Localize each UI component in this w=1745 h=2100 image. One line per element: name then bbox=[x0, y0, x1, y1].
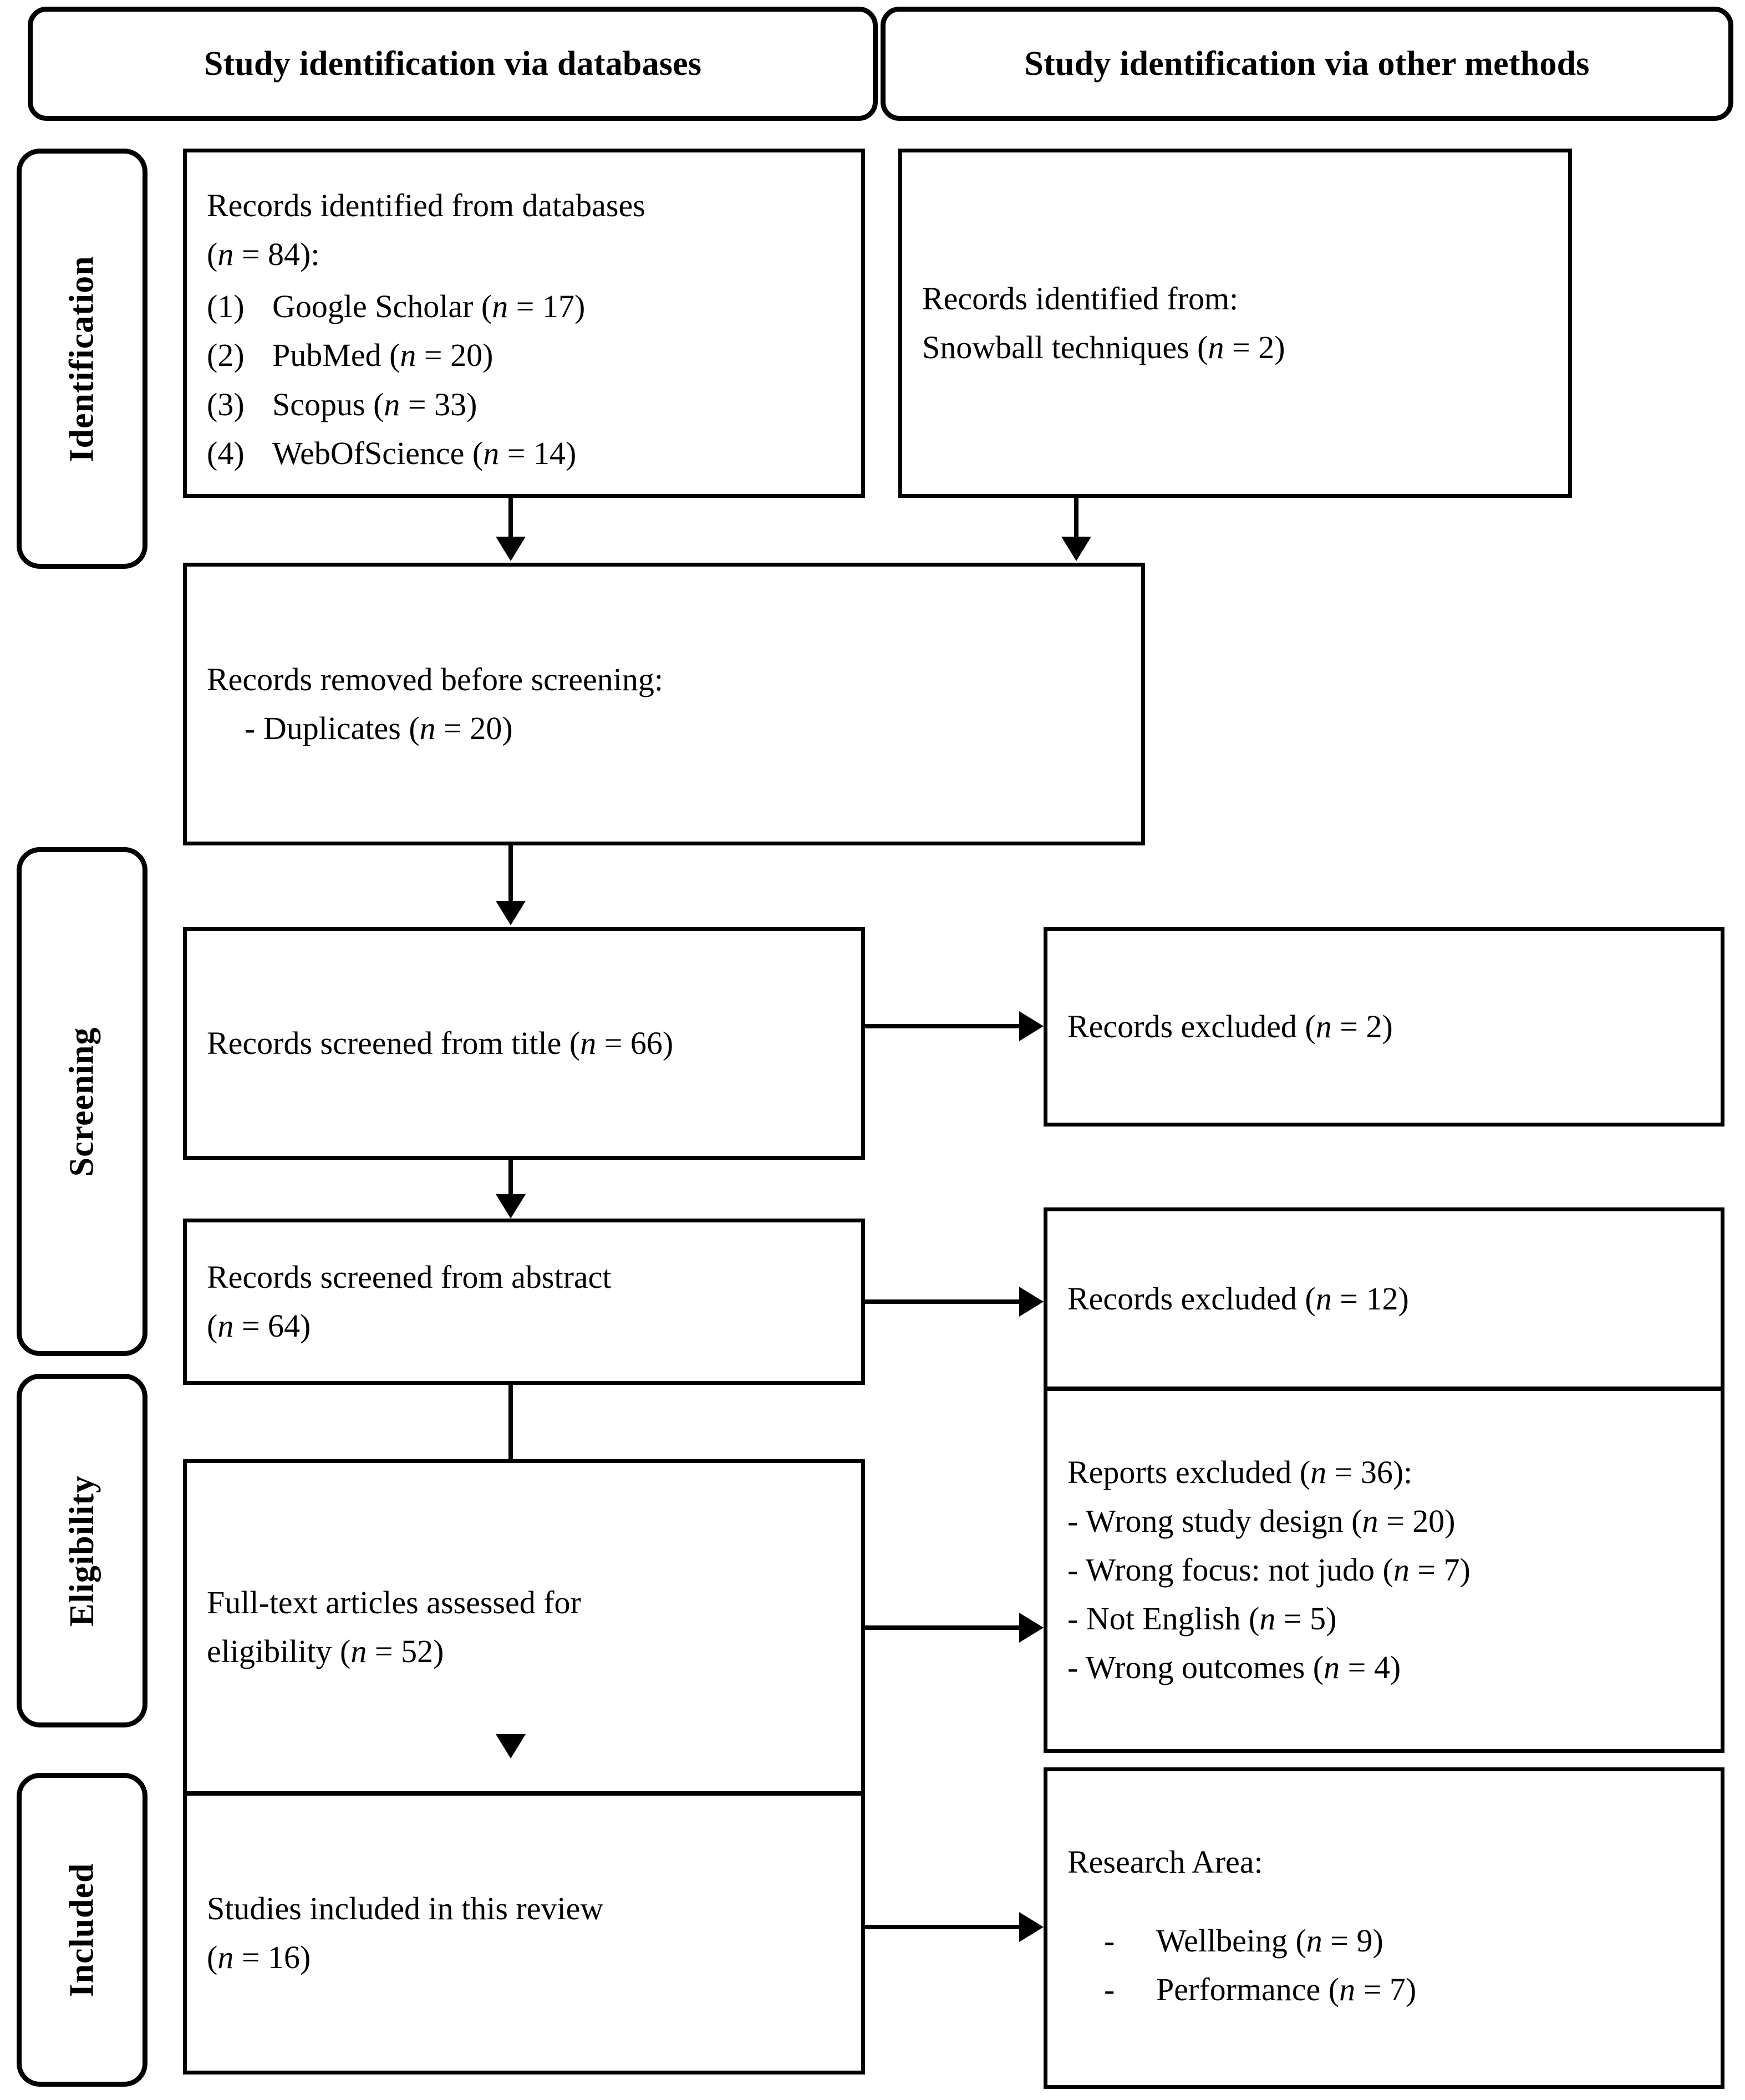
node-records-identified-other: Records identified from: Snowball techni… bbox=[898, 149, 1572, 498]
excluded-abstract-text: Records excluded (n = 12) bbox=[1067, 1280, 1409, 1317]
stage-label-included: Included bbox=[63, 1862, 101, 1997]
records-identified-other-line2: Snowball techniques (n = 2) bbox=[922, 329, 1285, 365]
screened-abstract-count: (n = 64) bbox=[207, 1308, 311, 1344]
header-databases: Study identification via databases bbox=[28, 7, 878, 121]
node-screened-title: Records screened from title (n = 66) bbox=[183, 927, 865, 1160]
research-area-item-list: - Wellbeing (n = 9) - Performance (n = 7… bbox=[1067, 1916, 1701, 2014]
connector-included-to-research-area bbox=[865, 1925, 1026, 1929]
connector-title-to-excluded bbox=[865, 1024, 1026, 1028]
stage-tab-screening: Screening bbox=[17, 847, 147, 1356]
header-databases-label: Study identification via databases bbox=[204, 44, 702, 83]
records-identified-other-line1: Records identified from: bbox=[922, 280, 1239, 317]
records-removed-line1: Records removed before screening: bbox=[207, 661, 663, 697]
studies-included-line1: Studies included in this review bbox=[207, 1890, 604, 1926]
list-item: (4) WebOfScience (n = 14) bbox=[207, 435, 577, 471]
arrowhead-title-to-abstract bbox=[496, 1194, 526, 1219]
fulltext-assessed-line2: eligibility (n = 52) bbox=[207, 1633, 444, 1669]
reports-excluded-reason-list: - Wrong study design (n = 20) - Wrong fo… bbox=[1067, 1497, 1701, 1693]
node-excluded-title: Records excluded (n = 2) bbox=[1044, 927, 1724, 1127]
header-other-methods: Study identification via other methods bbox=[881, 7, 1733, 121]
records-identified-databases-source-list: (1) Google Scholar (n = 17) (2) PubMed (… bbox=[207, 282, 841, 478]
records-identified-databases-line1: Records identified from databases bbox=[207, 187, 645, 223]
stage-label-identification: Identification bbox=[63, 255, 101, 462]
connector-title-to-abstract bbox=[508, 1160, 513, 1200]
node-excluded-abstract: Records excluded (n = 12) bbox=[1044, 1207, 1724, 1390]
list-item: (1) Google Scholar (n = 17) bbox=[207, 288, 586, 325]
reports-excluded-title: Reports excluded (n = 36): bbox=[1067, 1454, 1413, 1490]
header-other-methods-label: Study identification via other methods bbox=[1024, 44, 1590, 83]
excluded-title-text: Records excluded (n = 2) bbox=[1067, 1008, 1393, 1044]
fulltext-assessed-line1: Full-text articles assessed for bbox=[207, 1584, 581, 1620]
arrowhead-included-to-research-area bbox=[1019, 1912, 1044, 1942]
list-item: (2) PubMed (n = 20) bbox=[207, 337, 494, 374]
list-item: - Wrong outcomes (n = 4) bbox=[1067, 1649, 1401, 1686]
research-area-title: Research Area: bbox=[1067, 1844, 1263, 1880]
list-item: - Performance (n = 7) bbox=[1104, 1971, 1417, 2008]
connector-fulltext-to-reports-excluded bbox=[865, 1625, 1026, 1630]
node-screened-abstract: Records screened from abstract (n = 64) bbox=[183, 1219, 865, 1385]
node-studies-included: Studies included in this review (n = 16) bbox=[183, 1792, 865, 2074]
node-research-area: Research Area: - Wellbeing (n = 9) - Per… bbox=[1044, 1767, 1724, 2089]
arrowhead-db-to-removed bbox=[496, 537, 526, 561]
records-removed-line2: - Duplicates (n = 20) bbox=[245, 710, 513, 746]
arrowhead-fulltext-to-included bbox=[496, 1734, 526, 1759]
arrowhead-removed-to-title bbox=[496, 901, 526, 925]
arrowhead-other-to-removed bbox=[1061, 537, 1091, 561]
list-item: (3) Scopus (n = 33) bbox=[207, 386, 477, 422]
stage-tab-included: Included bbox=[17, 1773, 147, 2087]
screened-abstract-line1: Records screened from abstract bbox=[207, 1258, 612, 1295]
arrowhead-fulltext-to-reports-excluded bbox=[1019, 1613, 1044, 1643]
list-item: - Wellbeing (n = 9) bbox=[1104, 1923, 1383, 1959]
studies-included-count: (n = 16) bbox=[207, 1939, 311, 1975]
stage-label-eligibility: Eligibility bbox=[63, 1475, 101, 1627]
stage-tab-identification: Identification bbox=[17, 149, 147, 569]
connector-removed-to-title bbox=[508, 845, 513, 906]
list-item: - Wrong study design (n = 20) bbox=[1067, 1502, 1456, 1539]
node-records-identified-databases: Records identified from databases (n = 8… bbox=[183, 149, 865, 498]
connector-db-to-removed bbox=[508, 498, 513, 543]
connector-other-to-removed bbox=[1074, 498, 1078, 543]
records-identified-databases-count: (n = 84): bbox=[207, 236, 320, 273]
node-records-removed: Records removed before screening: - Dupl… bbox=[183, 563, 1145, 845]
connector-abstract-to-fulltext bbox=[508, 1385, 513, 1530]
stage-label-screening: Screening bbox=[63, 1027, 101, 1176]
stage-tab-eligibility: Eligibility bbox=[17, 1374, 147, 1727]
connector-abstract-to-excluded bbox=[865, 1299, 1026, 1304]
list-item: - Not English (n = 5) bbox=[1067, 1601, 1337, 1637]
screened-title-text: Records screened from title (n = 66) bbox=[207, 1024, 674, 1061]
node-reports-excluded: Reports excluded (n = 36): - Wrong study… bbox=[1044, 1387, 1724, 1753]
arrowhead-title-to-excluded bbox=[1019, 1011, 1044, 1041]
arrowhead-abstract-to-excluded bbox=[1019, 1287, 1044, 1317]
list-item: - Wrong focus: not judo (n = 7) bbox=[1067, 1551, 1471, 1588]
